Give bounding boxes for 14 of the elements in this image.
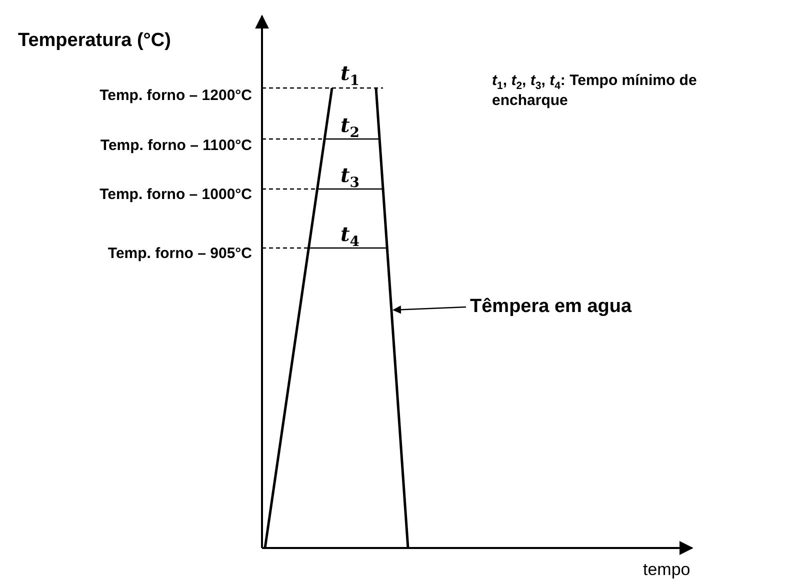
axis-label: tempo — [643, 560, 690, 580]
leader-line — [392, 306, 466, 314]
quench-line — [374, 88, 410, 548]
time-label: t$_{3}$ — [340, 164, 360, 192]
time-label: t$_{4}$ — [340, 223, 360, 250]
note-text: t$_{1}$, t$_{2}$, t$_{3}$, t$_{4}$: Tempo mínimo de encharque — [492, 72, 698, 110]
temperature-label: Temp. forno – 905°C — [106, 245, 252, 262]
callout-text: Têmpera em agua — [470, 296, 632, 318]
time-label: t$_{2}$ — [340, 114, 360, 142]
axis-title: Temperatura (°C) — [18, 30, 171, 52]
time-label: t$_{1}$ — [340, 62, 360, 90]
temperature-label: Temp. forno – 1200°C — [98, 87, 252, 104]
temperature-label: Temp. forno – 1100°C — [99, 137, 252, 154]
temperature-label: Temp. forno – 1000°C — [98, 186, 252, 204]
